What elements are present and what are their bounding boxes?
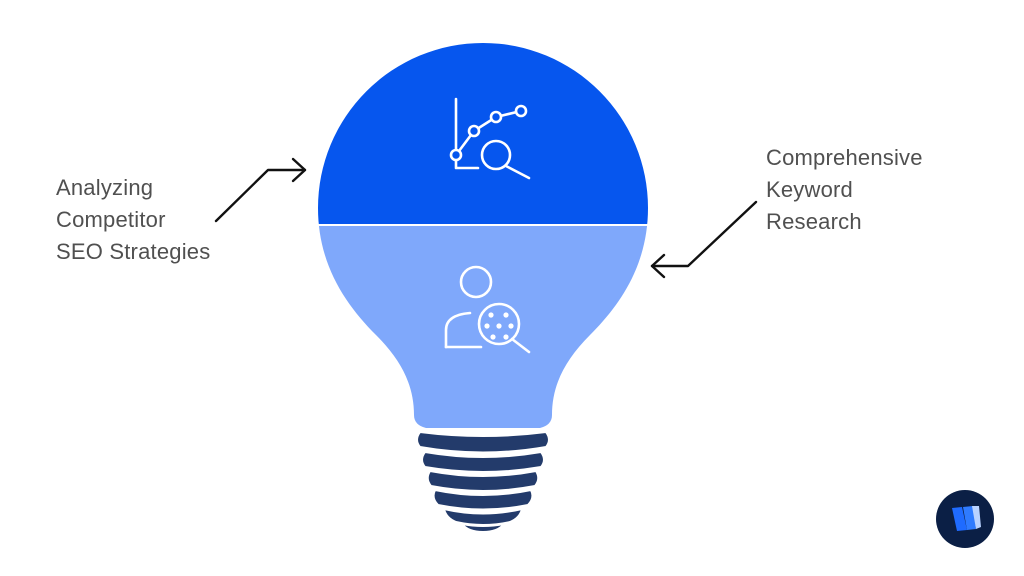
arrow-right-icon — [214, 157, 307, 223]
label-line: SEO Strategies — [56, 239, 211, 264]
label-line: Comprehensive — [766, 145, 923, 170]
label-line: Keyword — [766, 177, 853, 202]
brand-logo-icon — [936, 490, 994, 548]
chart-analysis-search-icon — [449, 97, 531, 180]
bulb-top-section — [318, 43, 648, 224]
label-line: Competitor — [56, 207, 166, 232]
arrow-left-icon — [650, 200, 758, 279]
label-analyzing-competitor-seo: Analyzing Competitor SEO Strategies — [56, 172, 210, 268]
label-line: Analyzing — [56, 175, 154, 200]
bulb-bottom-section — [318, 226, 648, 428]
label-keyword-research: Comprehensive Keyword Research — [766, 142, 923, 238]
user-search-icon — [444, 265, 531, 354]
label-line: Research — [766, 209, 862, 234]
bulb-glass — [318, 43, 648, 428]
bulb-base — [416, 430, 550, 534]
